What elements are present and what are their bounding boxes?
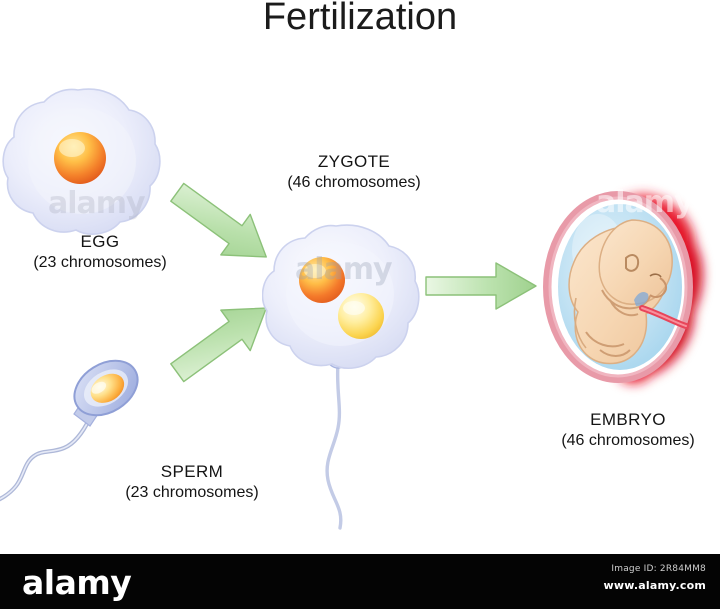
egg-cell-svg xyxy=(2,88,161,235)
fetus-eye xyxy=(649,273,662,278)
sperm-nucleus-highlight xyxy=(91,381,107,394)
fetus-hand xyxy=(609,299,639,317)
label-zygote-detail: (46 chromosomes) xyxy=(287,173,421,191)
fetus-head xyxy=(598,219,673,305)
arrow-egg-to-zygote-svg xyxy=(170,182,267,258)
arrow1-shape xyxy=(170,182,267,258)
alamy-url-text: www.alamy.com xyxy=(603,579,706,592)
label-egg: EGG (23 chromosomes) xyxy=(0,232,200,272)
fetus-shoulder-shade xyxy=(634,292,649,306)
label-sperm-detail: (23 chromosomes) xyxy=(125,483,259,501)
zygote-pronucleus-paternal xyxy=(338,293,384,339)
label-zygote: ZYGOTE (46 chromosomes) xyxy=(248,152,460,192)
label-embryo-name: EMBRYO xyxy=(590,410,666,429)
zygote-figure xyxy=(262,222,422,532)
arrow-sperm-to-zygote xyxy=(160,292,290,384)
arrow-zygote-to-embryo-svg xyxy=(425,262,537,310)
embryo-svg xyxy=(543,191,703,384)
umbilical-cord-highlight xyxy=(641,307,687,327)
zygote-sperm-tail xyxy=(325,360,343,530)
egg-cell-figure xyxy=(0,82,168,242)
zygote-svg xyxy=(262,224,420,530)
label-embryo: EMBRYO (46 chromosomes) xyxy=(538,410,718,450)
label-zygote-name: ZYGOTE xyxy=(317,152,391,171)
arrow2-group xyxy=(170,307,267,383)
page-title: Fertilization xyxy=(262,0,458,38)
egg-nucleus-highlight xyxy=(59,139,85,157)
arrow3-shape xyxy=(425,262,537,310)
fetus-leg xyxy=(585,331,625,348)
arrow-sperm-to-zygote-svg xyxy=(170,307,267,383)
sperm-figure xyxy=(0,352,204,552)
fetus-foot xyxy=(599,349,631,357)
egg-nucleus xyxy=(54,132,106,184)
arrow-zygote-to-embryo xyxy=(424,258,540,314)
sperm-nucleus xyxy=(90,373,125,403)
label-sperm: SPERM (23 chromosomes) xyxy=(92,462,292,502)
label-egg-name: EGG xyxy=(80,232,120,251)
zygote-pronucleus-maternal xyxy=(299,257,345,303)
fetus-face-profile xyxy=(649,277,668,299)
alamy-logo: alamy xyxy=(22,563,132,602)
sperm-svg xyxy=(0,359,139,502)
label-egg-detail: (23 chromosomes) xyxy=(33,253,167,271)
label-sperm-name: SPERM xyxy=(160,462,224,481)
chorion-inner-ring xyxy=(548,196,688,378)
arrow-egg-to-zygote xyxy=(160,182,290,272)
zygote-pronucleus-maternal-highlight xyxy=(304,264,326,278)
arrow1-group xyxy=(170,182,267,258)
arrow2-shape xyxy=(170,307,267,383)
sperm-tail-highlight xyxy=(0,417,91,500)
embryo-figure xyxy=(538,180,718,410)
image-id-text: Image ID: 2R84MM8 xyxy=(611,564,706,574)
zygote-pronucleus-paternal-highlight xyxy=(343,301,365,315)
alamy-footer-bar: alamy Image ID: 2R84MM8 www.alamy.com xyxy=(0,554,720,609)
fetus-ear xyxy=(625,254,640,272)
label-embryo-detail: (46 chromosomes) xyxy=(561,431,695,449)
sperm-tail xyxy=(0,415,93,502)
fetus-back-contour xyxy=(573,297,587,349)
sperm-head-group xyxy=(73,359,139,417)
fetus-arm xyxy=(601,289,651,310)
